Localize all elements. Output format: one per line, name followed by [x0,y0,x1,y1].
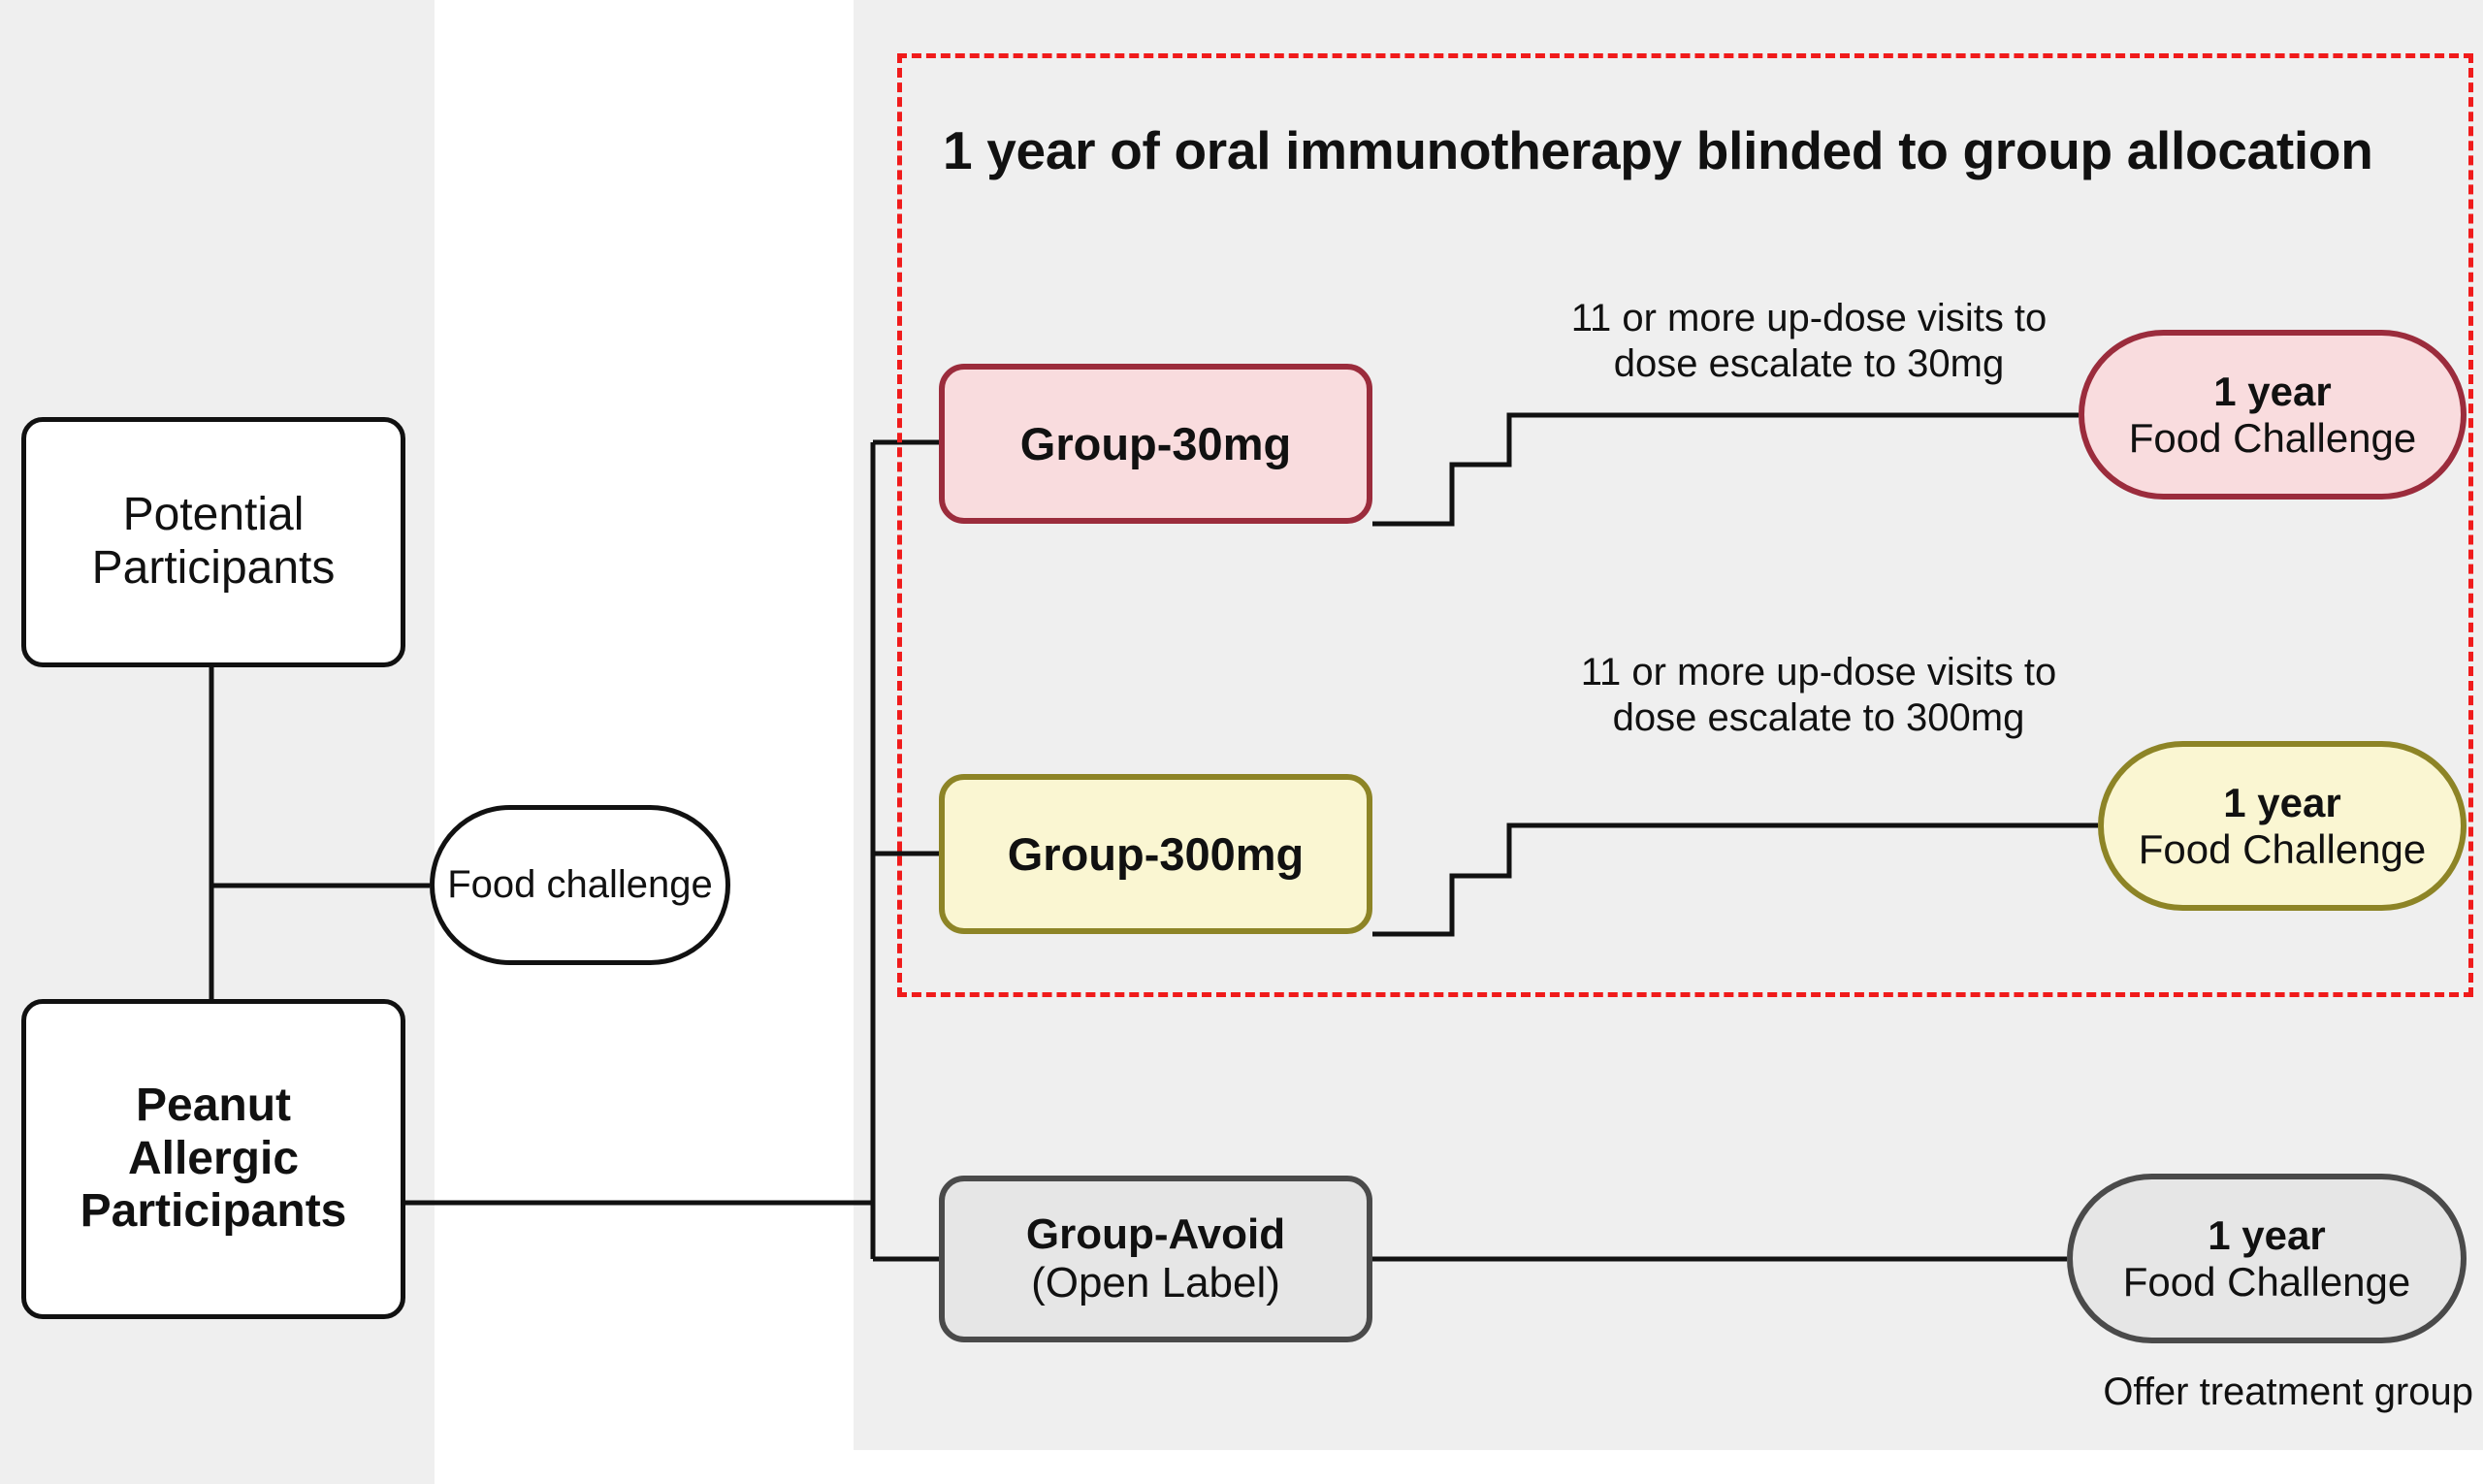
outcome-30mg-line-2: Food Challenge [2128,414,2417,461]
node-peanut-allergic-participants[interactable]: Peanut Allergic Participants [21,999,405,1319]
node-group-avoid[interactable]: Group-Avoid (Open Label) [939,1176,1372,1342]
node-food-challenge[interactable]: Food challenge [430,805,730,965]
node-outcome-food-challenge-avoid[interactable]: 1 year Food Challenge [2067,1174,2467,1343]
outcome-300mg-line-1: 1 year [2223,779,2341,825]
potential-participants-line-2: Participants [91,542,336,594]
blinded-treatment-region [897,53,2473,997]
food-challenge-label: Food challenge [447,862,713,906]
outcome-300mg-line-2: Food Challenge [2138,825,2427,872]
node-group-300mg[interactable]: Group-300mg [939,774,1372,934]
annotation-escalate-30mg: 11 or more up-dose visits to dose escala… [1570,297,2048,386]
outcome-avoid-line-2: Food Challenge [2122,1258,2411,1305]
node-outcome-food-challenge-30mg[interactable]: 1 year Food Challenge [2079,330,2467,500]
annotation-offer-treatment-group: Offer treatment group [2103,1371,2473,1413]
outcome-avoid-line-1: 1 year [2208,1211,2326,1258]
group-avoid-line-1: Group-Avoid [1025,1210,1286,1258]
blinded-region-title: 1 year of oral immunotherapy blinded to … [943,120,2373,180]
node-group-30mg[interactable]: Group-30mg [939,364,1372,524]
outcome-30mg-line-1: 1 year [2213,368,2332,414]
peanut-allergic-line-2: Allergic [127,1132,300,1184]
group-30mg-label: Group-30mg [1019,417,1292,469]
annotation-escalate-300mg: 11 or more up-dose visits to dose escala… [1580,651,2057,740]
peanut-allergic-line-3: Participants [80,1185,347,1238]
node-potential-participants[interactable]: Potential Participants [21,417,405,667]
group-avoid-line-2: (Open Label) [1031,1259,1280,1307]
group-300mg-label: Group-300mg [1007,827,1305,880]
peanut-allergic-line-1: Peanut [135,1079,292,1131]
potential-participants-line-1: Potential [122,489,305,541]
node-outcome-food-challenge-300mg[interactable]: 1 year Food Challenge [2098,741,2467,911]
